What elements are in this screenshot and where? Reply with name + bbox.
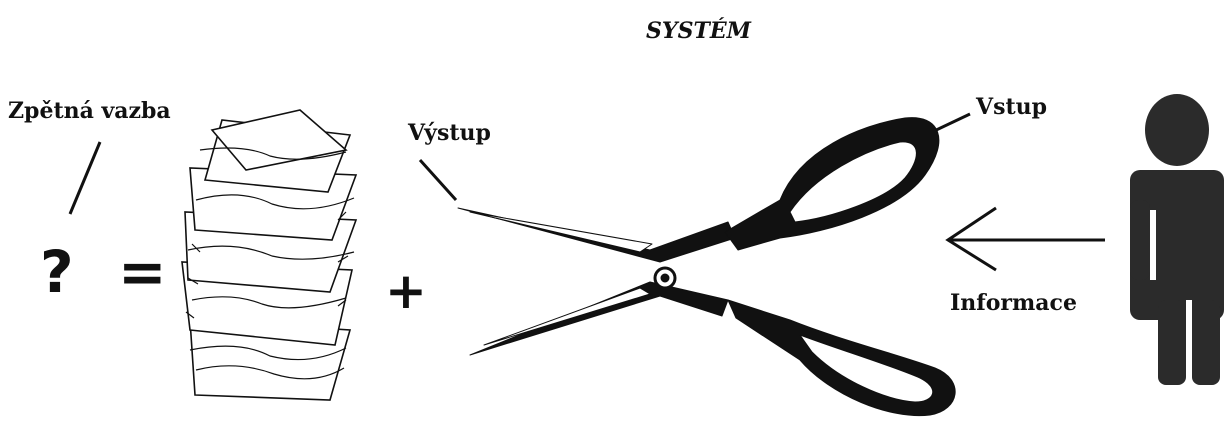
output-pointer-line bbox=[420, 160, 456, 200]
feedback-pointer-line bbox=[70, 142, 100, 214]
input-pointer-line bbox=[932, 114, 970, 132]
paper-stack-icon bbox=[182, 110, 356, 400]
scissors-icon bbox=[458, 118, 955, 416]
person-icon bbox=[1130, 94, 1224, 385]
arrow-left-icon bbox=[948, 208, 1105, 270]
